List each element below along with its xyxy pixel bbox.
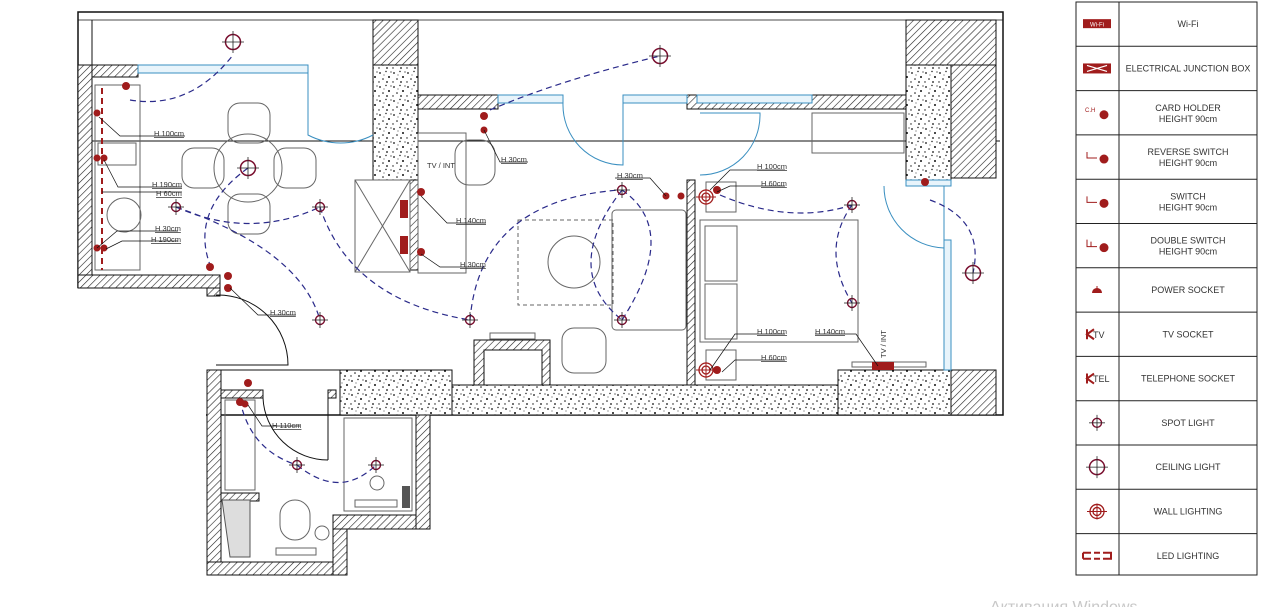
height-label: H 140cm (456, 216, 486, 225)
telephone-socket-icon: TEL (1085, 372, 1110, 385)
leader-lines (96, 116, 879, 427)
wall-lighting-icon (695, 188, 717, 206)
height-label: H 140cm (815, 327, 845, 336)
legend-label: REVERSE SWITCH (1147, 147, 1228, 157)
spot-light-icon (311, 198, 329, 216)
height-label: H 100cm (757, 327, 787, 336)
legend-row: TV TV SOCKET (1076, 311, 1257, 341)
spot-light-icon (167, 198, 185, 216)
height-label: H 110cm (272, 421, 301, 430)
legend-row: SPOT LIGHT (1076, 400, 1257, 432)
legend-label: TELEPHONE SOCKET (1141, 374, 1236, 384)
legend-symbol: C.H (1085, 108, 1095, 114)
legend-label: LED LIGHTING (1157, 551, 1220, 561)
legend-label: CARD HOLDER (1155, 103, 1221, 113)
legend-row: CEILING LIGHT (1076, 444, 1257, 479)
legend-row: ELECTRICAL JUNCTION BOX (1076, 45, 1257, 74)
legend-sublabel: HEIGHT 90cm (1159, 247, 1217, 257)
switch-icon (1086, 196, 1109, 208)
junction-box-icon (1083, 63, 1111, 74)
wifi-icon: Wi-Fi (1083, 19, 1111, 29)
height-label: H 190cm (151, 235, 181, 244)
legend-row: WALL LIGHTING (1076, 488, 1257, 521)
circuits (129, 54, 976, 484)
height-label: H 60cm (761, 179, 787, 188)
height-label: H 30cm (617, 171, 643, 180)
legend-label: DOUBLE SWITCH (1150, 236, 1225, 246)
legend-symbol: TEL (1093, 374, 1110, 384)
tv-int-label: TV / INT (427, 161, 455, 170)
height-label: H 190cm (152, 180, 182, 189)
windows-activation-watermark: Активация Windows (990, 599, 1137, 607)
legend-row: LED LIGHTING (1076, 533, 1257, 561)
legend-label: SWITCH (1170, 191, 1206, 201)
reverse-switch-icon (1086, 152, 1109, 164)
legend-symbol: TV (1093, 330, 1105, 340)
legend-symbol: Wi-Fi (1090, 23, 1104, 29)
tv-int-label: TV / INT (879, 330, 888, 358)
legend-label: SPOT LIGHT (1161, 418, 1215, 428)
legend-row: POWER SOCKET (1076, 267, 1257, 295)
ceiling-light-icon (236, 156, 260, 180)
legend-row: TEL TELEPHONE SOCKET (1076, 355, 1257, 385)
legend-label: POWER SOCKET (1151, 285, 1225, 295)
ceiling-light-icon (648, 44, 672, 68)
spot-light-icon (613, 181, 631, 199)
double-switch-icon (1086, 239, 1109, 253)
height-label: H 30cm (501, 155, 527, 164)
legend-label: TV SOCKET (1162, 329, 1214, 339)
ceiling-light-icon (961, 261, 985, 285)
height-labels: H 100cm H 190cm H 60cm H 30cm H 190cm H … (151, 129, 888, 430)
spot-light-icon (461, 311, 479, 329)
spot-light-icon (311, 311, 329, 329)
height-label: H 60cm (761, 353, 787, 362)
legend-label: Wi-Fi (1178, 19, 1199, 29)
legend-sublabel: HEIGHT 90cm (1159, 202, 1217, 212)
height-label: H 30cm (270, 308, 296, 317)
legend-label: CEILING LIGHT (1155, 462, 1221, 472)
walls (0, 11, 1004, 576)
tv-socket-icon: TV (1085, 328, 1105, 341)
height-label: H 100cm (757, 162, 787, 171)
led-lighting-icon (1082, 551, 1112, 560)
height-label: H 60cm (156, 189, 182, 198)
spot-light-icon (843, 196, 861, 214)
legend-sublabel: HEIGHT 90cm (1159, 158, 1217, 168)
legend-row: Wi-Fi Wi-Fi (1083, 19, 1199, 29)
power-socket-icon (1092, 285, 1102, 293)
height-label: H 30cm (460, 260, 486, 269)
card-holder-icon: C.H (1085, 108, 1109, 120)
windows (137, 64, 952, 371)
height-label: H 30cm (155, 224, 181, 233)
ceiling-light-icon (221, 30, 245, 54)
height-label: H 100cm (154, 129, 184, 138)
legend-label: WALL LIGHTING (1154, 506, 1223, 516)
legend-label: ELECTRICAL JUNCTION BOX (1126, 63, 1251, 73)
doors (215, 65, 945, 461)
legend-sublabel: HEIGHT 90cm (1159, 114, 1217, 124)
spot-light-icon (288, 456, 306, 474)
